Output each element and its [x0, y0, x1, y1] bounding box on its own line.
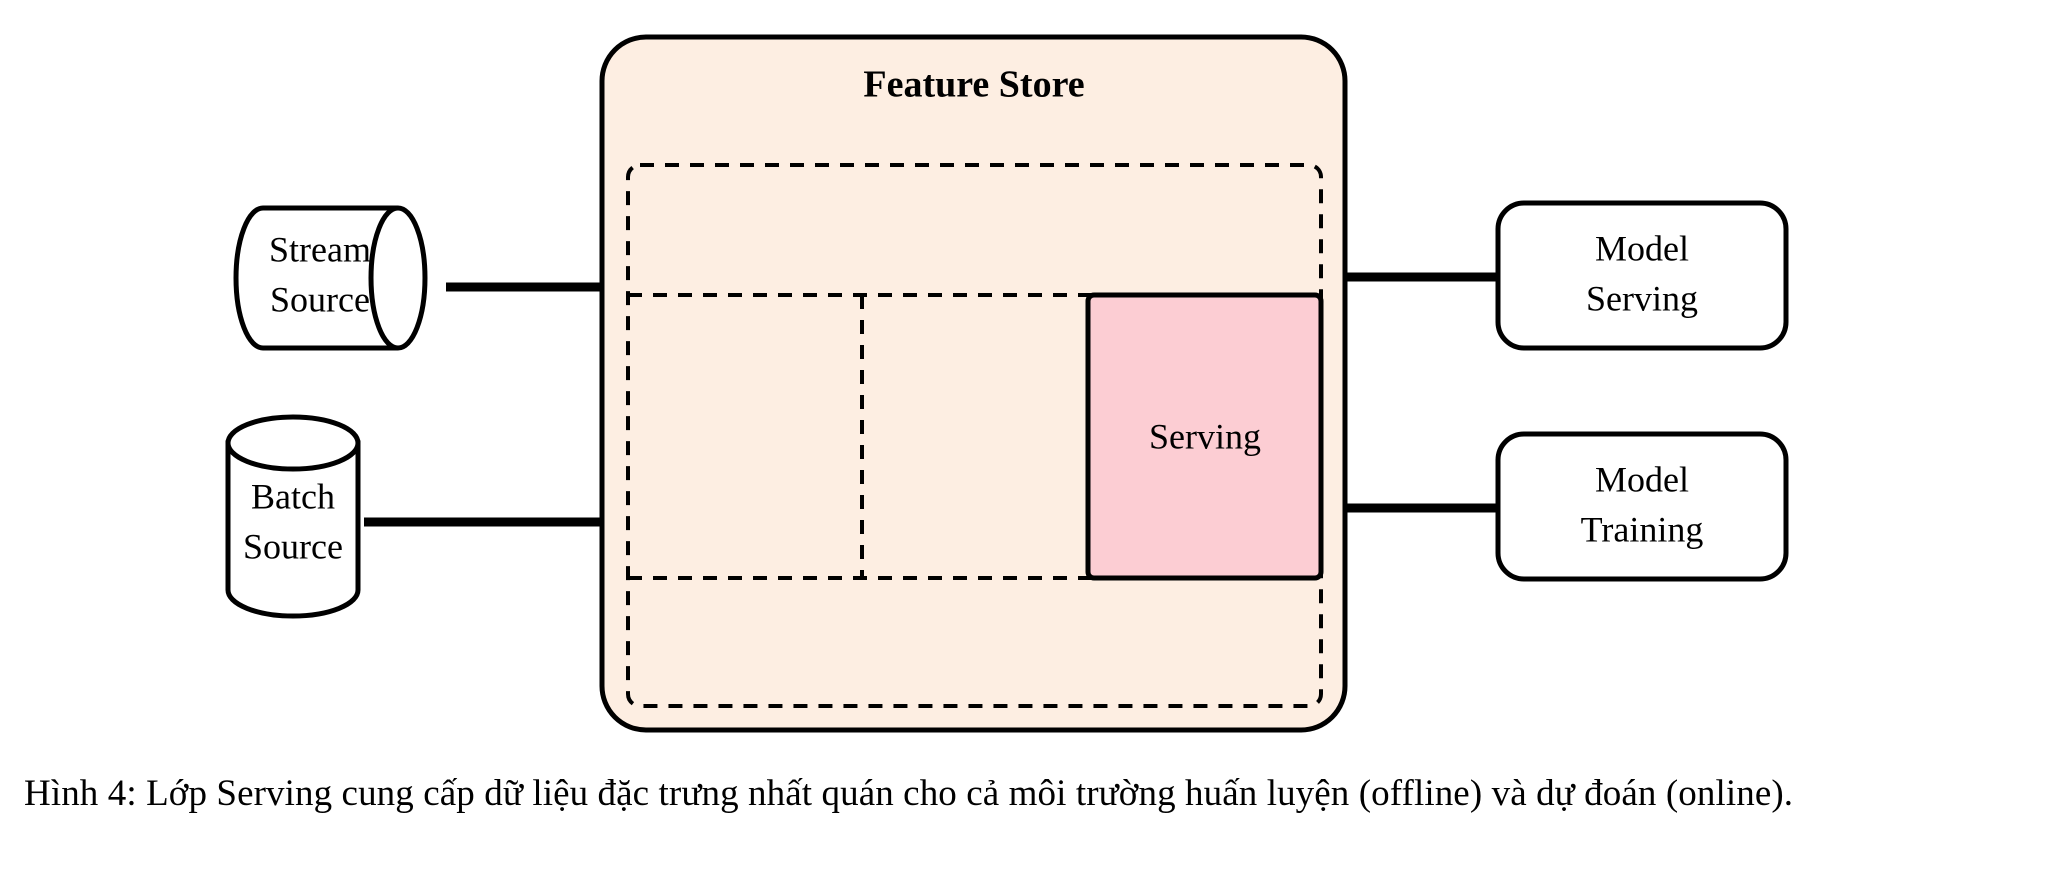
batch-source-label-line2: Source — [243, 526, 343, 566]
feature-store-container[interactable]: Feature Store Serving — [599, 34, 1348, 733]
model-training-label-line1: Model — [1595, 459, 1689, 499]
model-serving-node[interactable]: Model Serving — [1495, 200, 1789, 351]
model-training-node[interactable]: Model Training — [1495, 431, 1789, 582]
serving-cell-rect — [1085, 292, 1324, 581]
stream-source-label-line2: Source — [270, 279, 370, 319]
batch-source-node[interactable]: Batch Source — [225, 414, 361, 619]
grid-outer-dashed-rect — [626, 163, 1323, 708]
batch-source-label-line1: Batch — [251, 476, 335, 516]
model-training-rect — [1495, 431, 1789, 582]
stream-source-label-line1: Stream — [269, 229, 371, 269]
stream-source-node[interactable]: Stream Source — [233, 205, 428, 351]
batch-source-cylinder-body — [225, 440, 361, 619]
feature-store-title: Feature Store — [863, 64, 1084, 106]
stream-source-cylinder-cap — [368, 205, 399, 351]
model-serving-label-line1: Model — [1595, 228, 1689, 268]
serving-cell[interactable]: Serving — [1085, 292, 1324, 581]
figure-caption: Hình 4: Lớp Serving cung cấp dữ liệu đặc… — [24, 773, 1794, 814]
serving-cell-label: Serving — [1149, 416, 1261, 456]
batch-source-cylinder-top — [225, 414, 361, 472]
feature-store-diagram: Feature Store Serving Stream Source — [225, 34, 1789, 733]
model-training-label-line2: Training — [1581, 509, 1704, 549]
model-serving-label-line2: Serving — [1586, 278, 1698, 318]
model-serving-rect — [1495, 200, 1789, 351]
